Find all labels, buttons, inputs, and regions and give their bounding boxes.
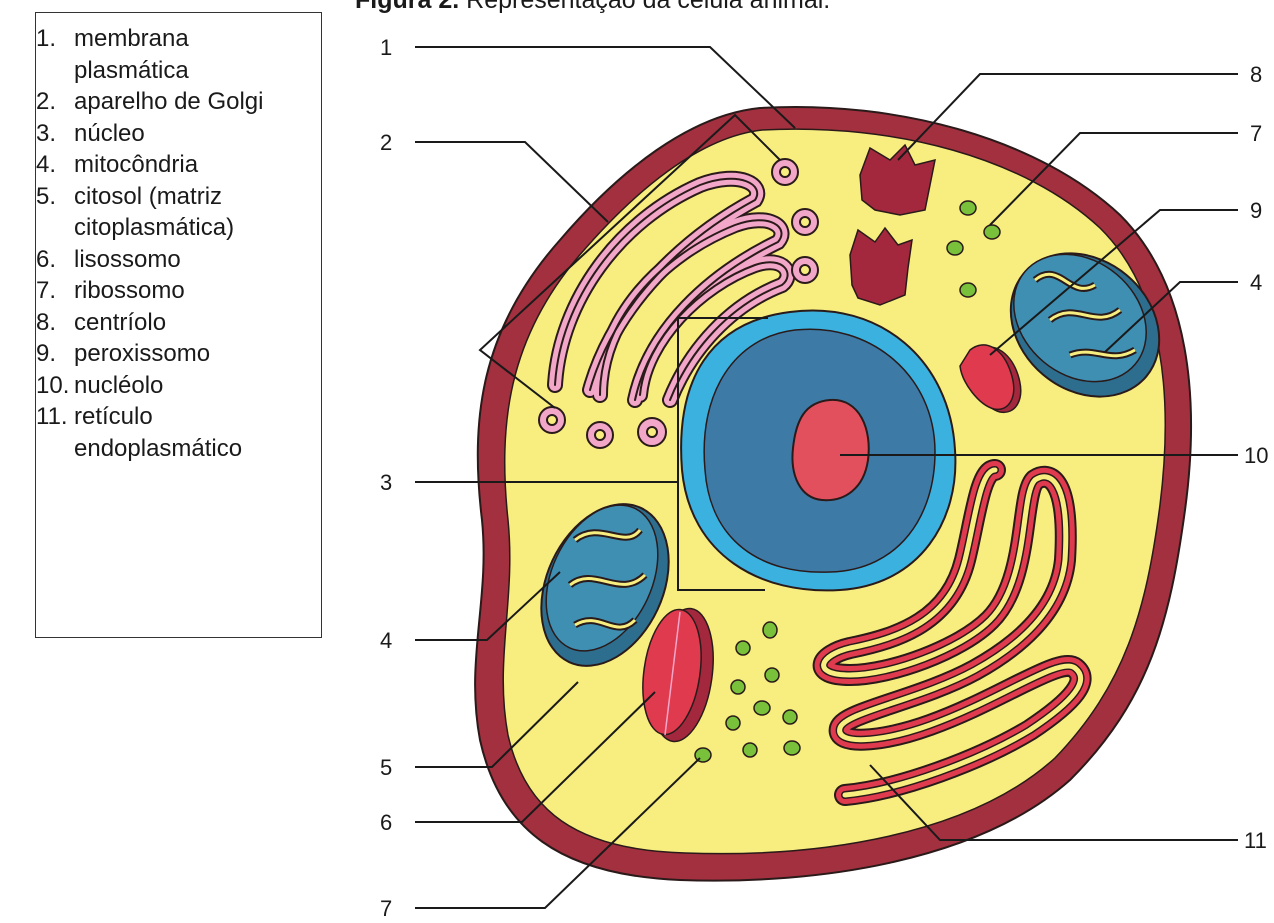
label-11: 11 [1244,828,1267,853]
label-4-left: 4 [380,628,392,653]
label-2: 2 [380,130,392,155]
label-7-left: 7 [380,896,392,921]
label-8: 8 [1250,62,1262,87]
nucleolus [792,400,868,500]
label-5: 5 [380,755,392,780]
label-7-right: 7 [1250,121,1262,146]
label-9: 9 [1250,198,1262,223]
label-3: 3 [380,470,392,495]
label-4-right: 4 [1250,270,1262,295]
label-10: 10 [1244,443,1268,468]
label-1: 1 [380,35,392,60]
label-6: 6 [380,810,392,835]
leader-2 [415,142,608,222]
